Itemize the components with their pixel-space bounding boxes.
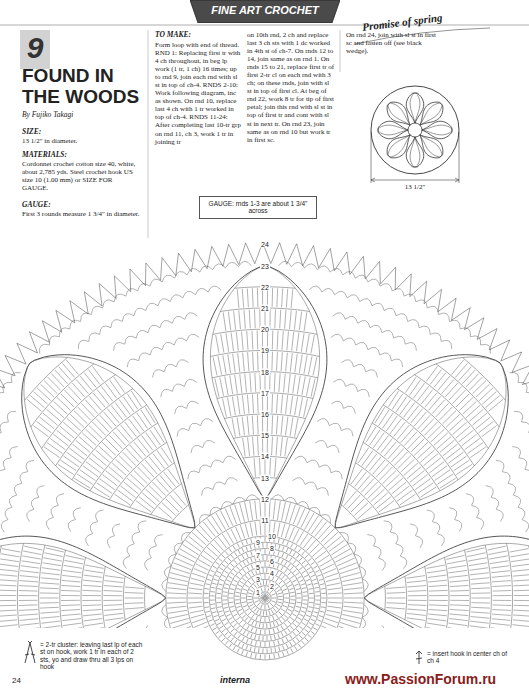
node-text: GAUGE: rnds 1-3 are about 1 3/4" across bbox=[203, 200, 313, 215]
layout-sketch bbox=[371, 86, 459, 174]
center-rounds bbox=[203, 536, 327, 660]
body-text: First 3 rounds measure 1 3/4" in diamete… bbox=[22, 210, 140, 218]
round-number: 3 bbox=[255, 576, 261, 583]
cluster-symbol bbox=[25, 641, 35, 663]
round-number: 14 bbox=[260, 453, 270, 460]
publisher-logo: interna bbox=[220, 675, 250, 685]
outer-rounds bbox=[0, 242, 529, 628]
instruction-text: on 10th rnd, 2 ch and replace last 3 ch … bbox=[247, 31, 335, 144]
dimension-label: 13 1/2" bbox=[404, 183, 427, 191]
round-number: 18 bbox=[260, 368, 270, 375]
round-number: 1 bbox=[255, 588, 261, 595]
round-number: 19 bbox=[260, 347, 270, 354]
round-number: 24 bbox=[260, 241, 270, 248]
column-rule bbox=[340, 30, 341, 72]
round-number: 2 bbox=[269, 582, 275, 589]
section-heading: SIZE: bbox=[22, 128, 142, 137]
article-title: FOUND IN THE WOODS bbox=[22, 66, 146, 108]
section-heading: GAUGE: bbox=[22, 201, 142, 210]
legend-text: = 2-tr cluster: leaving last lp of each … bbox=[40, 641, 145, 671]
pattern-number: 9 bbox=[20, 30, 50, 69]
legend-text: = insert hook in center ch of ch 4 bbox=[427, 650, 511, 665]
round-number: 16 bbox=[260, 411, 270, 418]
node-text: 9 bbox=[21, 31, 49, 66]
body-text: Cordonnet crochet cotton size 40, white,… bbox=[22, 160, 140, 192]
round-number: 10 bbox=[267, 533, 277, 540]
gauge-box: GAUGE: rnds 1-3 are about 1 3/4" across bbox=[199, 196, 317, 219]
section-heading: TO MAKE: bbox=[155, 31, 243, 40]
watermark: www.PassionForum.ru bbox=[345, 671, 496, 687]
round-number: 22 bbox=[260, 283, 270, 290]
round-number: 5 bbox=[255, 564, 261, 571]
column-rule bbox=[148, 30, 149, 238]
hook-symbol bbox=[416, 651, 422, 664]
series-banner: FINE ART CROCHET bbox=[190, 0, 340, 23]
page-number: 24 bbox=[12, 676, 21, 685]
round-number: 6 bbox=[269, 557, 275, 564]
round-number: 13 bbox=[260, 474, 270, 481]
round-number: 20 bbox=[260, 326, 270, 333]
round-number: 7 bbox=[255, 551, 261, 558]
round-number: 21 bbox=[260, 305, 270, 312]
subtitle: Promise of spring bbox=[362, 11, 444, 33]
dimension-line bbox=[371, 132, 459, 183]
body-text: 13 1/2" in diameter. bbox=[22, 137, 142, 145]
round-number: 4 bbox=[269, 570, 275, 577]
header-rule bbox=[0, 25, 529, 26]
round-number: 17 bbox=[260, 389, 270, 396]
round-number: 9 bbox=[255, 539, 261, 546]
round-number: 11 bbox=[260, 517, 269, 524]
round-number: 8 bbox=[269, 545, 275, 552]
round-number: 15 bbox=[260, 432, 270, 439]
node-text: FINE ART CROCHET bbox=[194, 4, 336, 17]
instruction-text: Form loop with end of thread. RND 1: Rep… bbox=[155, 41, 242, 146]
instruction-text: On rnd 24, join with sl st in first sc a… bbox=[346, 31, 438, 55]
byline: By Fujiko Takagi bbox=[22, 111, 142, 120]
section-heading: MATERIALS: bbox=[22, 151, 142, 160]
round-number: 12 bbox=[260, 495, 270, 502]
round-number: 23 bbox=[260, 262, 270, 269]
